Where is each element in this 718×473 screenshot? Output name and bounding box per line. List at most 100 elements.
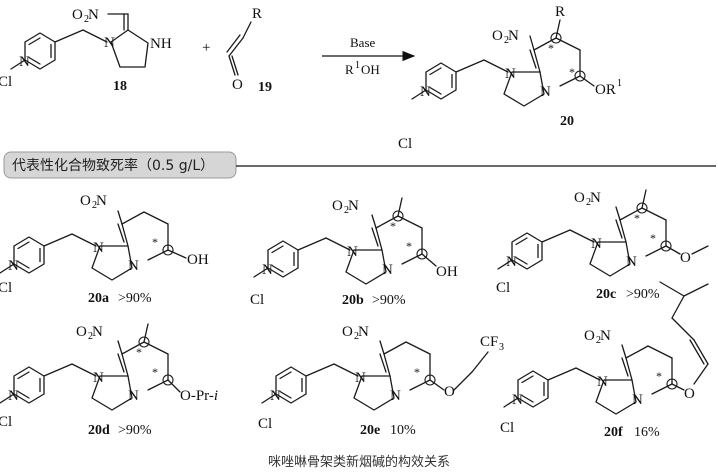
star-20c-1: * <box>634 211 640 225</box>
star-2: * <box>569 65 575 79</box>
reagent-base: Base <box>350 35 376 50</box>
label-20f: 20f <box>604 425 623 440</box>
nitro-o-20c: O <box>574 190 585 206</box>
nitro-sub-20e: 2 <box>354 331 359 342</box>
label-20: 20 <box>560 114 574 129</box>
label-20b: 20b <box>342 293 364 308</box>
nitro-o-20f: O <box>584 328 595 344</box>
rate-20f: 16% <box>634 425 660 440</box>
star-20b-2: * <box>406 239 412 253</box>
pyridine-n-20f: N <box>512 392 523 408</box>
tail-20f: O <box>684 386 695 402</box>
nitro-o-20: O <box>492 28 503 44</box>
reagent-oh: OH <box>361 62 380 77</box>
chlorine-20e: Cl <box>258 416 272 432</box>
n2-20f: N <box>632 392 643 408</box>
n1-20d: N <box>93 370 104 386</box>
compound-20d: * * O 2 N N N O-Pr-i N Cl 20d >90% <box>0 323 218 438</box>
compound-20f: * O 2 N N N O N Cl 20f 16% <box>500 281 709 440</box>
star-20d-1: * <box>136 345 142 359</box>
carbonyl-o-19: O <box>232 77 243 93</box>
chlorine-20a: Cl <box>0 280 12 296</box>
pyridine-n-20b: N <box>262 262 273 278</box>
n2-20e: N <box>390 388 401 404</box>
nitro-sub-18: 2 <box>84 14 89 25</box>
cf3-20e: CF <box>480 334 498 350</box>
label-20e: 20e <box>360 423 380 438</box>
section-header: 代表性化合物致死率（0.5 g/L） <box>3 151 716 179</box>
figure-caption: 咪唑啉骨架类新烟碱的构效关系 <box>268 454 450 470</box>
tail-20b: OH <box>436 264 458 280</box>
chlorine-20: Cl <box>398 136 412 152</box>
nitro-sub-20: 2 <box>504 35 509 46</box>
compound-20b: * * O 2 N N N OH N Cl 20b >90% <box>250 197 458 308</box>
star-20a: * <box>152 235 158 249</box>
or-20: OR <box>595 82 616 98</box>
pyridine-n-20a: N <box>8 258 19 274</box>
nitro-sub-20c: 2 <box>586 197 591 208</box>
nitro-sub-20a: 2 <box>92 200 97 211</box>
chlorine-20c: Cl <box>496 280 510 296</box>
tail-20a: OH <box>187 252 209 268</box>
section-title: 代表性化合物致死率（0.5 g/L） <box>12 157 214 174</box>
label-20a: 20a <box>88 291 109 306</box>
star-20e: * <box>414 365 420 379</box>
rate-20e: 10% <box>390 423 416 438</box>
reagent-r: R <box>345 62 354 77</box>
n2-20d: N <box>128 388 139 404</box>
chlorine-20f: Cl <box>500 420 514 436</box>
nitro-n-20e: N <box>358 324 369 340</box>
n1-20c: N <box>591 236 602 252</box>
reactant-18: O 2 N N NH N Cl 18 <box>0 7 172 94</box>
n2-20: N <box>540 84 551 100</box>
nitro-n-20c: N <box>590 190 601 206</box>
compound-20c: * * O 2 N N N O N Cl 20c >90% <box>496 189 709 302</box>
star-20d-2: * <box>152 365 158 379</box>
compound-20a: * O 2 N N N OH N Cl 20a >90% <box>0 193 209 306</box>
nitro-n-20: N <box>508 28 519 44</box>
nitro-o-20d: O <box>76 324 87 340</box>
n1-20f: N <box>597 374 608 390</box>
label-20c: 20c <box>596 287 616 302</box>
tail-20e: O <box>444 384 455 400</box>
pyridine-n-20e: N <box>270 388 281 404</box>
r-19: R <box>252 6 262 22</box>
nitro-o-18: O <box>72 7 83 23</box>
label-18: 18 <box>113 79 127 94</box>
star-20f: * <box>656 369 662 383</box>
chlorine-20b: Cl <box>250 292 264 308</box>
nitro-n-20f: N <box>600 328 611 344</box>
n1-20: N <box>505 66 516 82</box>
chlorine-20d: Cl <box>0 414 12 430</box>
nitro-o-20a: O <box>80 193 91 209</box>
nitro-n-20a: N <box>96 193 107 209</box>
pyridine-n-20c: N <box>506 254 517 270</box>
pyridine-n-18: N <box>19 54 30 70</box>
nitro-o-20b: O <box>332 198 343 214</box>
nitro-n-20b: N <box>348 198 359 214</box>
nitro-sub-20d: 2 <box>88 331 93 342</box>
reaction-arrow: Base R 1 OH <box>322 35 416 77</box>
rate-20b: >90% <box>372 293 406 308</box>
product-20: O 2 N R N N OR 1 N Cl 20 * * <box>398 4 622 152</box>
n2-20a: N <box>128 258 139 274</box>
star-20b-1: * <box>390 219 396 233</box>
or-sup-20: 1 <box>617 78 622 89</box>
nitro-sub-20f: 2 <box>596 335 601 346</box>
n1-20e: N <box>355 370 366 386</box>
star-1: * <box>548 41 554 55</box>
pyridine-n-20d: N <box>8 388 19 404</box>
tail-20d-italic: i <box>214 388 218 404</box>
n2-20b: N <box>382 262 393 278</box>
nitro-o-20e: O <box>342 324 353 340</box>
ring-nh-18: NH <box>150 36 172 52</box>
pyridine-n-20: N <box>420 84 431 100</box>
reagent-sup: 1 <box>355 60 360 71</box>
reactant-19: R O 19 <box>226 6 272 95</box>
plus-sign: + <box>202 40 210 56</box>
tail-20c: O <box>680 250 691 266</box>
n1-20b: N <box>347 244 358 260</box>
rate-20a: >90% <box>118 291 152 306</box>
chlorine-18: Cl <box>0 74 12 90</box>
